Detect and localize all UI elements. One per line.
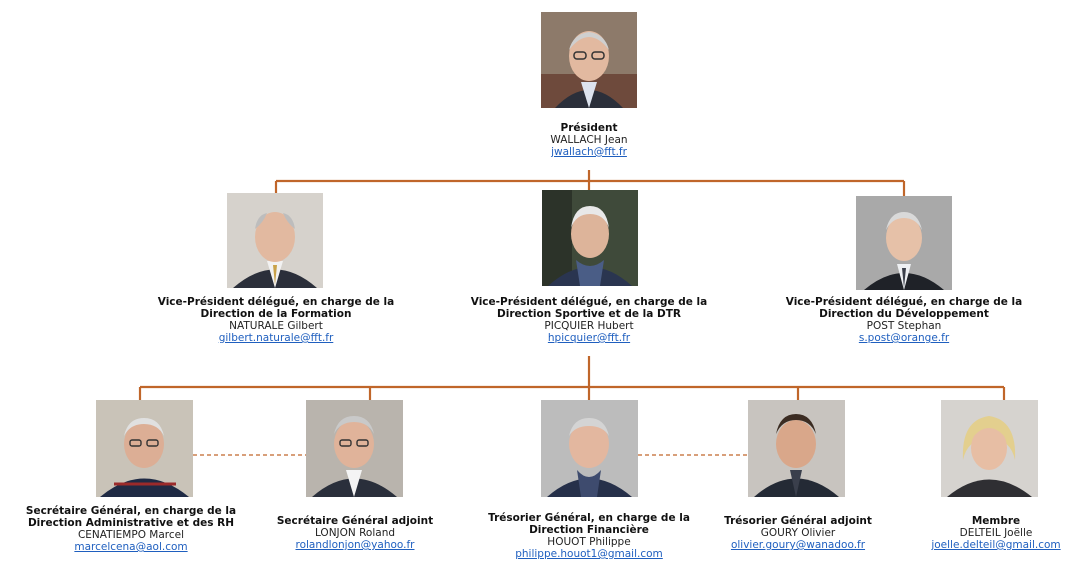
tresorier-adjoint-email-link[interactable]: olivier.goury@wanadoo.fr (730, 539, 866, 551)
membre-role: Membre (971, 515, 1021, 527)
secretaire-general-role: Secrétaire Général, en charge de la Dire… (25, 505, 237, 529)
secretaire-adjoint-email-link[interactable]: rolandlonjon@yahoo.fr (295, 539, 415, 551)
secretaire-adjoint-photo (306, 400, 403, 497)
vp-developpement-role: Vice-Président délégué, en charge de la … (785, 296, 1023, 320)
secretaire-adjoint-name: LONJON Roland (314, 527, 396, 539)
president-name: WALLACH Jean (550, 134, 628, 146)
tresorier-adjoint-photo (748, 400, 845, 497)
vp-developpement-email-link[interactable]: s.post@orange.fr (858, 332, 950, 344)
tresorier-general-card: Trésorier Général, en charge de la Direc… (468, 512, 710, 561)
vp-developpement-card: Vice-Président délégué, en charge de la … (766, 296, 1042, 345)
membre-email-link[interactable]: joelle.delteil@gmail.com (931, 539, 1061, 551)
vp-sportive-name: PICQUIER Hubert (544, 320, 634, 332)
membre-name: DELTEIL Joëlle (959, 527, 1033, 539)
secretaire-adjoint-card: Secrétaire Général adjoint LONJON Roland… (260, 515, 450, 552)
tresorier-adjoint-card: Trésorier Général adjoint GOURY Olivier … (706, 515, 890, 552)
secretaire-adjoint-role: Secrétaire Général adjoint (276, 515, 434, 527)
secretaire-general-card: Secrétaire Général, en charge de la Dire… (6, 505, 256, 554)
tresorier-general-photo (541, 400, 638, 497)
tresorier-adjoint-role: Trésorier Général adjoint (724, 515, 872, 527)
vp-sportive-email-link[interactable]: hpicquier@fft.fr (547, 332, 631, 344)
vp-developpement-photo (856, 196, 952, 290)
tresorier-general-email-link[interactable]: philippe.houot1@gmail.com (515, 548, 663, 560)
secretaire-general-photo (96, 400, 193, 497)
vp-sportive-role: Vice-Président délégué, en charge de la … (470, 296, 708, 320)
vp-sportive-card: Vice-Président délégué, en charge de la … (451, 296, 727, 345)
tresorier-general-name: HOUOT Philippe (547, 536, 631, 548)
vp-formation-photo (227, 193, 323, 288)
vp-formation-name: NATURALE Gilbert (229, 320, 323, 332)
vp-formation-role: Vice-Président délégué, en charge de la … (157, 296, 395, 320)
tresorier-adjoint-name: GOURY Olivier (760, 527, 836, 539)
vp-sportive-photo (542, 190, 638, 286)
vp-formation-card: Vice-Président délégué, en charge de la … (138, 296, 414, 345)
membre-photo (941, 400, 1038, 497)
president-email-link[interactable]: jwallach@fft.fr (551, 146, 627, 158)
tresorier-general-role: Trésorier Général, en charge de la Direc… (488, 512, 690, 536)
president-card: Président WALLACH Jean jwallach@fft.fr (489, 122, 689, 159)
membre-card: Membre DELTEIL Joëlle joelle.delteil@gma… (913, 515, 1079, 552)
president-photo (541, 12, 637, 108)
secretaire-general-name: CENATIEMPO Marcel (77, 529, 185, 541)
president-role: Président (560, 122, 618, 134)
secretaire-general-email-link[interactable]: marcelcena@aol.com (74, 541, 188, 553)
vp-formation-email-link[interactable]: gilbert.naturale@fft.fr (218, 332, 334, 344)
vp-developpement-name: POST Stephan (866, 320, 942, 332)
